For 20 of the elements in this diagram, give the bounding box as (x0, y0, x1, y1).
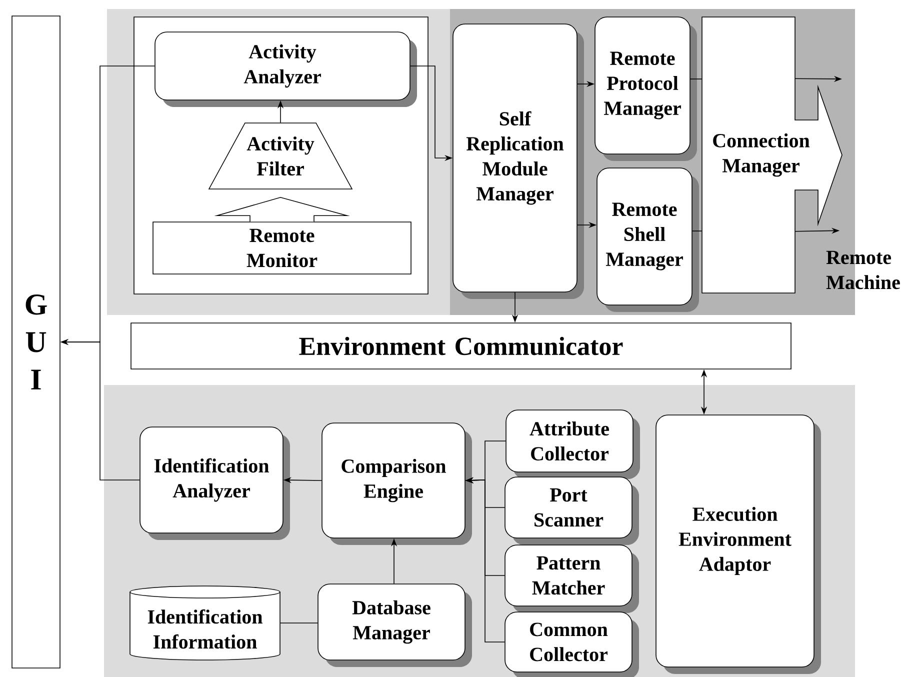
vertical-box: G U I (12, 16, 60, 668)
module-box: Pattern Matcher (504, 544, 639, 613)
module-box: Execution Environment Adaptor (656, 414, 821, 674)
connector-line (692, 230, 702, 232)
module-box: Activity Analyzer (154, 32, 417, 107)
module-box: Remote Protocol Manager (594, 16, 697, 161)
module-box: Remote Monitor (152, 222, 412, 274)
database-cylinder: Identification Information (130, 586, 280, 660)
wide-box: Environment Communicator (130, 322, 792, 370)
module-box: Port Scanner (504, 476, 639, 545)
module-box: Database Manager (318, 584, 472, 667)
block-arrow (214, 196, 350, 222)
connector-line (690, 78, 702, 80)
module-box: Identification Analyzer (140, 426, 290, 540)
connector-line (280, 622, 318, 624)
module-box: Self Replication Module Manager (452, 24, 584, 299)
module-box: Comparison Engine (322, 422, 472, 545)
module-box: Attribute Collector (506, 410, 640, 479)
module-box: Remote Shell Manager (596, 168, 699, 312)
module-box: Common Collector (504, 612, 639, 677)
